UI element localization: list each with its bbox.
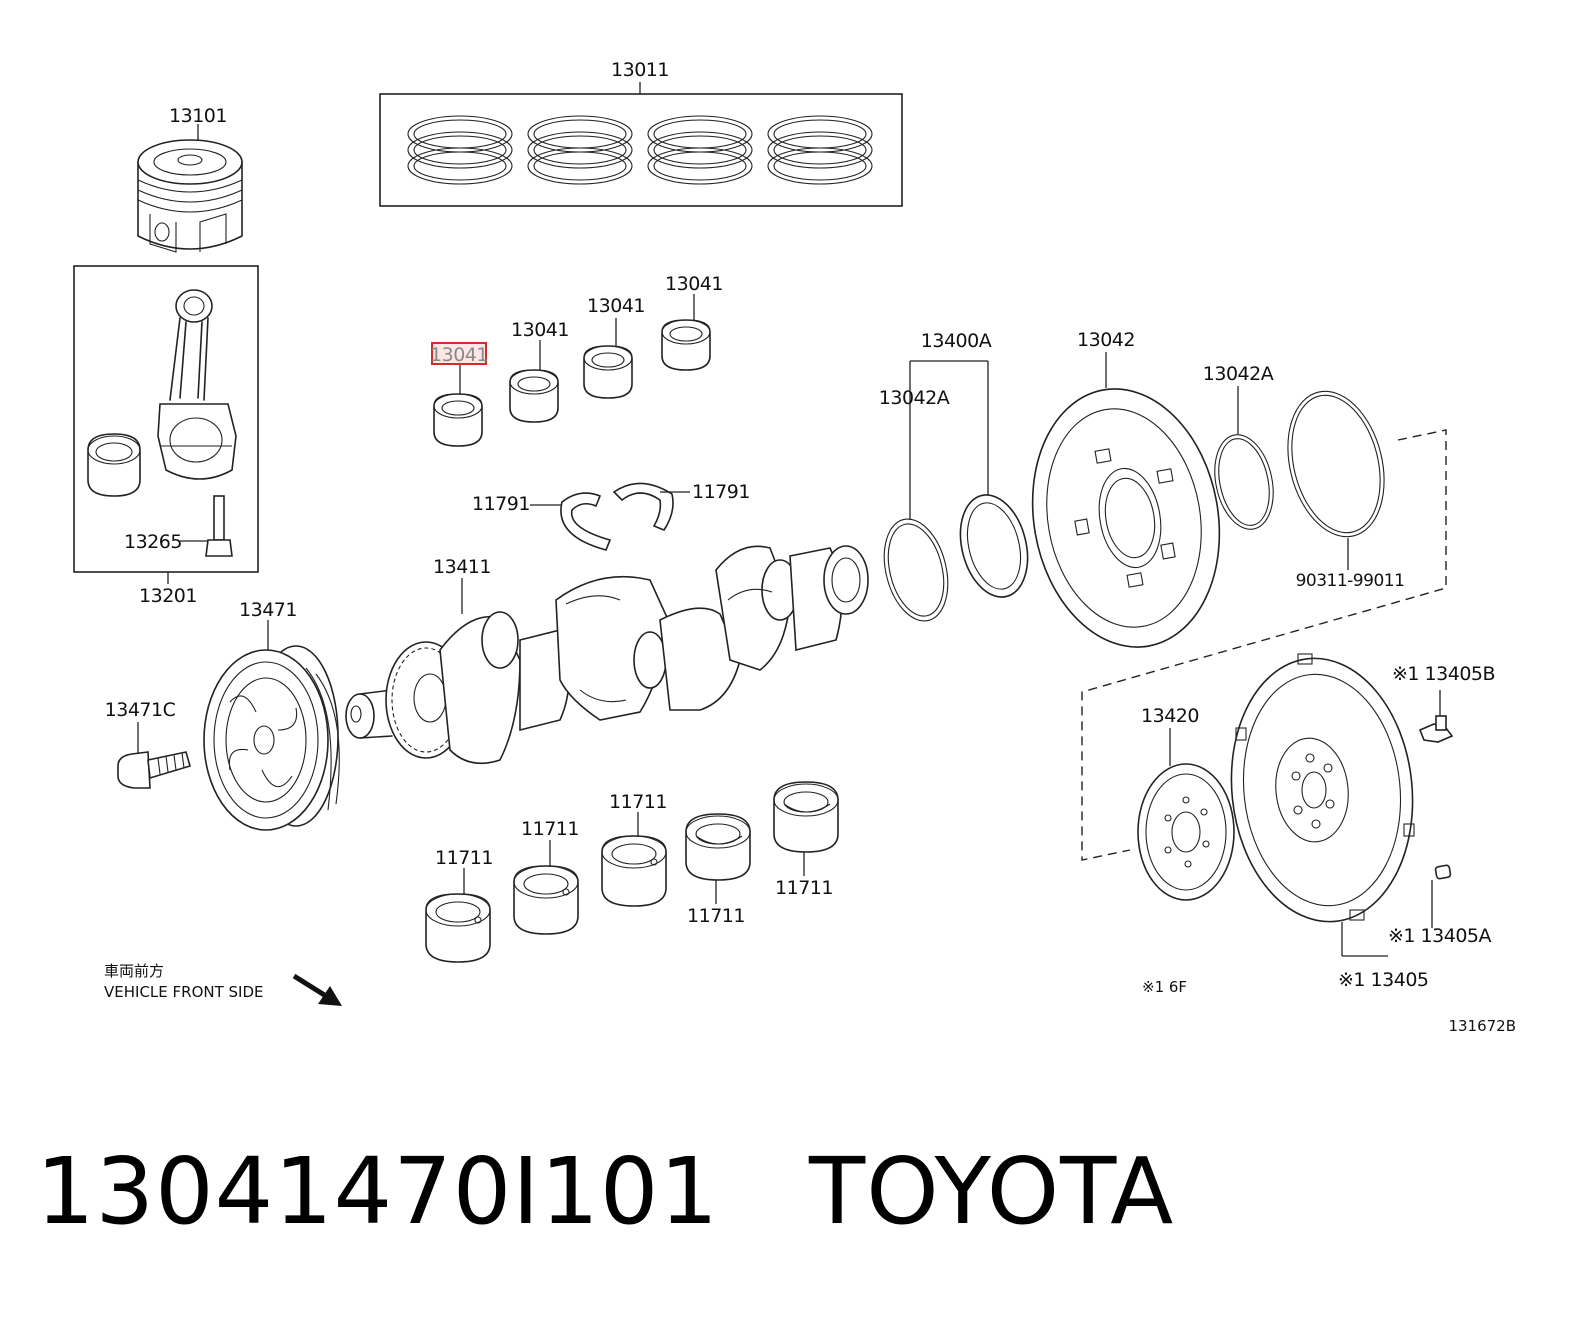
main-bearing-3[interactable] bbox=[601, 835, 667, 907]
o-ring[interactable] bbox=[1273, 381, 1398, 547]
illustration-id: 131672B bbox=[1448, 1017, 1516, 1035]
label-bearing-2: 13041 bbox=[511, 319, 569, 341]
label-oil-seal-a: 13042A bbox=[879, 387, 950, 409]
thrust-washer-left[interactable] bbox=[560, 492, 612, 551]
dashed-group-outline bbox=[1081, 429, 1447, 861]
main-bearing-2[interactable] bbox=[513, 865, 579, 935]
direction-label-en: VEHICLE FRONT SIDE bbox=[104, 983, 264, 1001]
caption-part-number: 13041470I101 bbox=[36, 1138, 719, 1245]
rear-oil-seal[interactable] bbox=[950, 488, 1037, 604]
label-thrust-washer-left: 11791 bbox=[472, 493, 530, 515]
label-main-bearing-1: 11711 bbox=[435, 847, 493, 869]
conrod-bearing[interactable] bbox=[87, 433, 141, 497]
label-crankshaft: 13411 bbox=[433, 556, 491, 578]
pulley-bolt[interactable] bbox=[117, 751, 191, 789]
thrust-washer-right[interactable] bbox=[612, 482, 674, 531]
label-main-bearing-2: 11711 bbox=[521, 818, 579, 840]
label-flywheel-bolt: ※1 13405B bbox=[1392, 663, 1495, 685]
label-ring-set: 13011 bbox=[611, 59, 669, 81]
conrod-bolt[interactable] bbox=[205, 495, 233, 557]
label-pulley: 13471 bbox=[239, 599, 297, 621]
label-bearing-4: 13041 bbox=[665, 273, 723, 295]
label-main-bearing-3: 11711 bbox=[609, 791, 667, 813]
front-direction-arrow-icon bbox=[292, 973, 342, 1006]
highlight-box-selected-part bbox=[431, 342, 487, 365]
label-o-ring: 90311-99011 bbox=[1296, 571, 1405, 591]
bearing-13041-2[interactable] bbox=[509, 369, 559, 423]
note-code: ※1 6F bbox=[1142, 978, 1187, 996]
seal-ring-13042a[interactable] bbox=[1207, 429, 1282, 535]
direction-label-jp: 車両前方 bbox=[104, 962, 164, 980]
label-oil-seal-group: 13400A bbox=[921, 330, 992, 352]
connecting-rod[interactable] bbox=[157, 289, 237, 480]
conrod-assembly-frame bbox=[73, 265, 259, 573]
bearing-13041-selected[interactable] bbox=[433, 393, 483, 447]
label-pulley-bolt: 13471C bbox=[105, 699, 176, 721]
main-bearing-5[interactable] bbox=[773, 781, 839, 853]
label-dowel-pin: ※1 13405A bbox=[1388, 925, 1491, 947]
label-flywheel: ※1 13405 bbox=[1338, 969, 1429, 991]
caption-brand: TOYOTA bbox=[809, 1138, 1175, 1245]
main-bearing-1[interactable] bbox=[425, 893, 491, 963]
label-conrod-bolt: 13265 bbox=[124, 531, 182, 553]
flywheel[interactable] bbox=[1219, 649, 1426, 930]
dowel-pin[interactable] bbox=[1434, 864, 1452, 880]
label-bearing-selected[interactable]: 13041 bbox=[430, 344, 488, 366]
label-oil-seal-b: 13042A bbox=[1203, 363, 1274, 385]
bearing-13041-3[interactable] bbox=[583, 345, 633, 399]
label-main-bearing-4: 11711 bbox=[687, 905, 745, 927]
label-ring-gear: 13042 bbox=[1077, 329, 1135, 351]
label-bearing-3: 13041 bbox=[587, 295, 645, 317]
main-bearing-4[interactable] bbox=[685, 813, 751, 881]
torsional-damper[interactable] bbox=[1137, 763, 1235, 901]
caption: 13041470I101 TOYOTA bbox=[36, 1138, 1174, 1248]
bearing-13041-4[interactable] bbox=[661, 319, 711, 371]
crankshaft[interactable] bbox=[345, 545, 869, 765]
label-conrod-assembly: 13201 bbox=[139, 585, 197, 607]
piston[interactable] bbox=[137, 139, 243, 253]
ring-gear[interactable] bbox=[1013, 374, 1239, 662]
ring-set-frame bbox=[379, 93, 903, 207]
label-damper: 13420 bbox=[1141, 705, 1199, 727]
crank-pulley[interactable] bbox=[203, 645, 340, 831]
label-main-bearing-5: 11711 bbox=[775, 877, 833, 899]
piston-ring-set[interactable] bbox=[407, 115, 873, 185]
oil-seal-ring[interactable] bbox=[874, 512, 957, 627]
label-piston: 13101 bbox=[169, 105, 227, 127]
label-thrust-washer-right: 11791 bbox=[692, 481, 750, 503]
flywheel-bolt[interactable] bbox=[1418, 715, 1454, 743]
